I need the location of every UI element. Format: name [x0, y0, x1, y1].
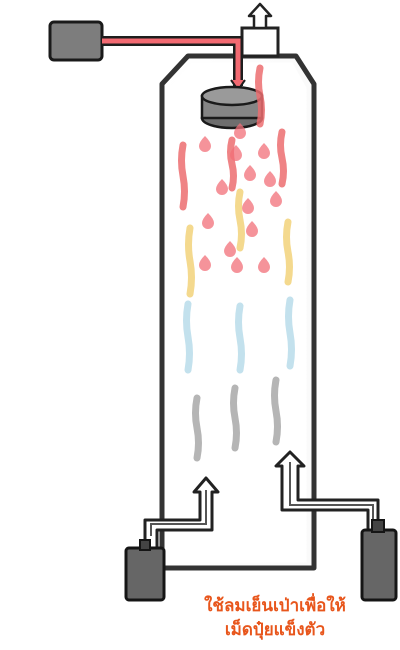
molten-droplet	[199, 136, 211, 152]
warm-granule	[283, 218, 293, 286]
molten-droplet	[234, 123, 246, 139]
molten-droplet	[242, 198, 254, 214]
melt-feed-tank-icon	[48, 20, 104, 62]
molten-droplet	[244, 165, 256, 181]
molten-droplet	[202, 213, 214, 229]
molten-droplet	[224, 241, 236, 257]
cool-granule	[235, 302, 245, 374]
caption-line-1: ใช้ลมเย็นเป่าเพื่อให้	[204, 596, 346, 616]
molten-droplet	[216, 179, 228, 195]
spray-nozzle-icon	[200, 85, 264, 130]
cool-granule	[183, 300, 193, 374]
molten-droplet	[199, 255, 211, 271]
molten-droplet	[258, 143, 270, 159]
process-caption: ใช้ลมเย็นเป่าเพื่อให้ เม็ดปุ๋ยแข็งตัว	[175, 594, 375, 642]
hot-granule	[178, 141, 188, 211]
molten-droplet	[230, 145, 242, 161]
hot-granule	[255, 64, 265, 128]
molten-droplet	[231, 257, 243, 273]
molten-droplets	[199, 123, 282, 273]
molten-droplet	[258, 257, 270, 273]
caption-line-2: เม็ดปุ๋ยแข็งตัว	[224, 620, 326, 640]
molten-droplet	[246, 221, 258, 237]
hot-granule	[277, 128, 287, 188]
air-blower-icon-right	[360, 519, 398, 602]
solid-granule	[230, 384, 240, 452]
solid-granule	[271, 376, 281, 446]
hot-granule-streams	[178, 64, 287, 211]
air-blower-icon	[124, 539, 166, 602]
warm-granule	[235, 188, 245, 252]
solid-granule-streams	[192, 376, 281, 462]
warm-granule-streams	[185, 188, 293, 298]
molten-droplet	[264, 171, 276, 187]
solid-granule	[192, 394, 202, 462]
cool-granule	[285, 296, 295, 370]
hot-granule	[227, 136, 237, 192]
cold-air-inlet-right	[274, 450, 380, 532]
exhaust-vent-icon	[240, 2, 280, 58]
cool-granule-streams	[183, 296, 295, 374]
molten-droplet	[270, 191, 282, 207]
warm-granule	[185, 224, 195, 298]
cold-air-inlet-left	[143, 476, 220, 550]
